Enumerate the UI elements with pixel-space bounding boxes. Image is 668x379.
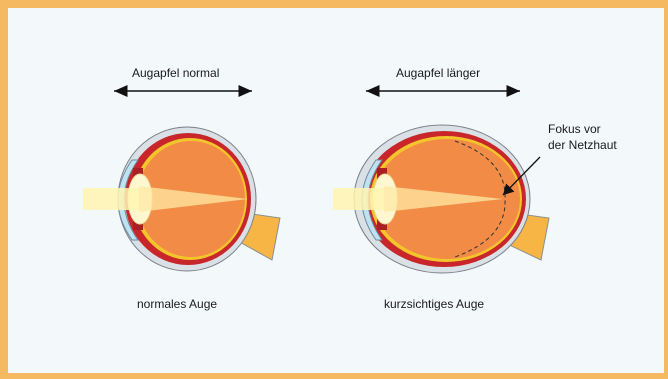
- callout-focus-line2: der Netzhaut: [548, 138, 617, 152]
- heading-longer-eyeball: Augapfel länger: [396, 66, 480, 80]
- heading-normal-eyeball: Augapfel normal: [132, 66, 219, 80]
- caption-myopic-eye: kurzsichtiges Auge: [384, 297, 484, 311]
- callout-focus-line1: Fokus vor: [548, 122, 601, 136]
- normal-eye: [83, 127, 280, 271]
- caption-normal-eye: normales Auge: [137, 297, 217, 311]
- myopic-eye: [333, 125, 549, 273]
